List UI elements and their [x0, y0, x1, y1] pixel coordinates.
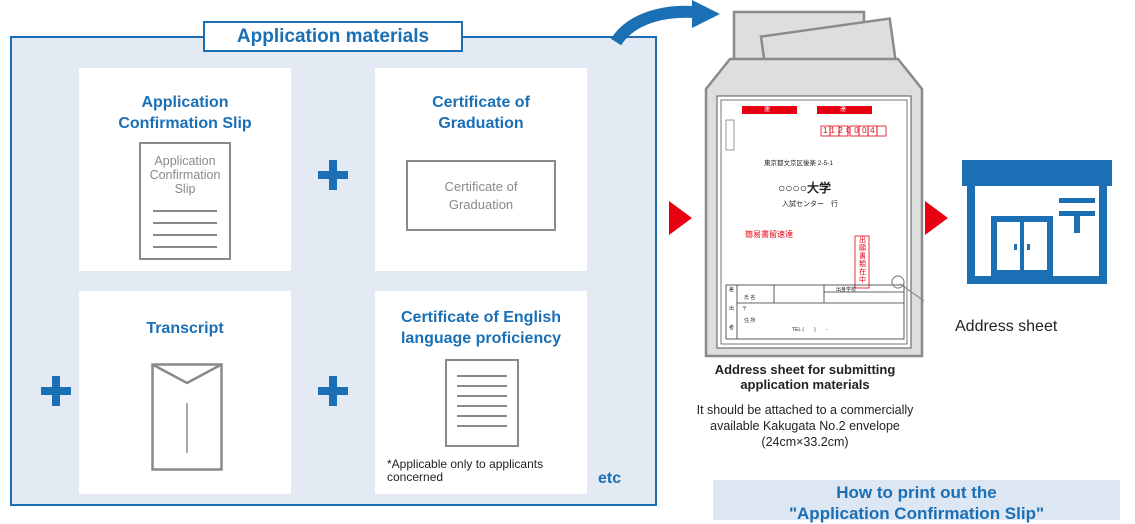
sender-name-label: 氏 名 — [744, 295, 756, 301]
sender-school-label: 出身学校 — [836, 287, 857, 293]
document-line — [457, 375, 507, 377]
card-title: Certificate of English language proficie… — [400, 309, 562, 347]
card-transcript: Transcript — [79, 291, 291, 494]
document-line — [457, 385, 507, 387]
how-to-print-link[interactable]: How to print out the "Application Confir… — [713, 480, 1120, 523]
document-icon — [445, 359, 519, 447]
certificate-label: Certificate of Graduation — [444, 178, 518, 212]
document-icon: Application Confirmation Slip — [139, 142, 231, 260]
panel-title: Application materials — [203, 21, 463, 52]
certificate-icon: Certificate of Graduation — [406, 160, 556, 231]
document-line — [457, 405, 507, 407]
sender-postal-mark: 〒 — [742, 306, 748, 312]
sender-label-1: 差 — [729, 287, 735, 293]
address-sheet-caption-body: It should be attached to a commercially … — [696, 403, 914, 449]
plus-icon — [41, 376, 71, 406]
plus-icon — [318, 160, 348, 190]
plus-icon — [318, 376, 348, 406]
sender-address-label: 住 所 — [744, 318, 756, 324]
stamp-left-label: 速 — [764, 107, 771, 113]
address-sheet-caption-title: Address sheet for submitting application… — [714, 362, 896, 392]
right-arrow-icon — [669, 201, 692, 235]
card-title: Certificate of Graduation — [432, 94, 530, 132]
right-arrow-icon — [925, 201, 948, 235]
document-line — [457, 395, 507, 397]
address-sheet-label: Address sheet — [955, 318, 1058, 335]
card-application-confirmation-slip: Application Confirmation Slip Applicatio… — [79, 68, 291, 271]
document-line — [153, 222, 217, 224]
sender-tel-label: TEL ( ) - — [792, 327, 828, 333]
recipient-address: 東京都文京区後楽 2-5-1 — [764, 160, 833, 167]
sender-label-2: 出 — [729, 306, 735, 312]
card-certificate-of-graduation: Certificate of Graduation Certificate of… — [375, 68, 587, 271]
document-label: Application Confirmation Slip — [149, 154, 221, 196]
envelope-icon — [151, 363, 223, 471]
document-line — [457, 425, 507, 427]
registered-mail-label: 簡易書留速達 — [745, 230, 793, 239]
etc-label: etc — [598, 470, 622, 487]
document-line — [153, 234, 217, 236]
enclosed-stamp-label: 出願書類在中 — [859, 237, 866, 284]
postal-code: 1120004 — [823, 126, 879, 135]
stamp-right-label: 達 — [840, 107, 847, 113]
document-line — [457, 415, 507, 417]
document-line — [153, 246, 217, 248]
envelope-illustration — [704, 10, 924, 358]
sender-label-3: 者 — [729, 325, 735, 331]
card-english-proficiency: Certificate of English language proficie… — [375, 291, 587, 494]
card-title: Transcript — [146, 320, 224, 337]
curved-arrow-icon — [610, 0, 720, 46]
how-to-print-text: How to print out the "Application Confir… — [788, 483, 1045, 523]
card-title: Application Confirmation Slip — [118, 94, 252, 132]
post-office-icon — [962, 160, 1112, 284]
recipient-center: 入試センター 行 — [782, 201, 838, 208]
applicability-note: *Applicable only to applicants concerned — [387, 457, 544, 484]
document-line — [153, 210, 217, 212]
recipient-university: ○○○○大学 — [778, 181, 831, 195]
